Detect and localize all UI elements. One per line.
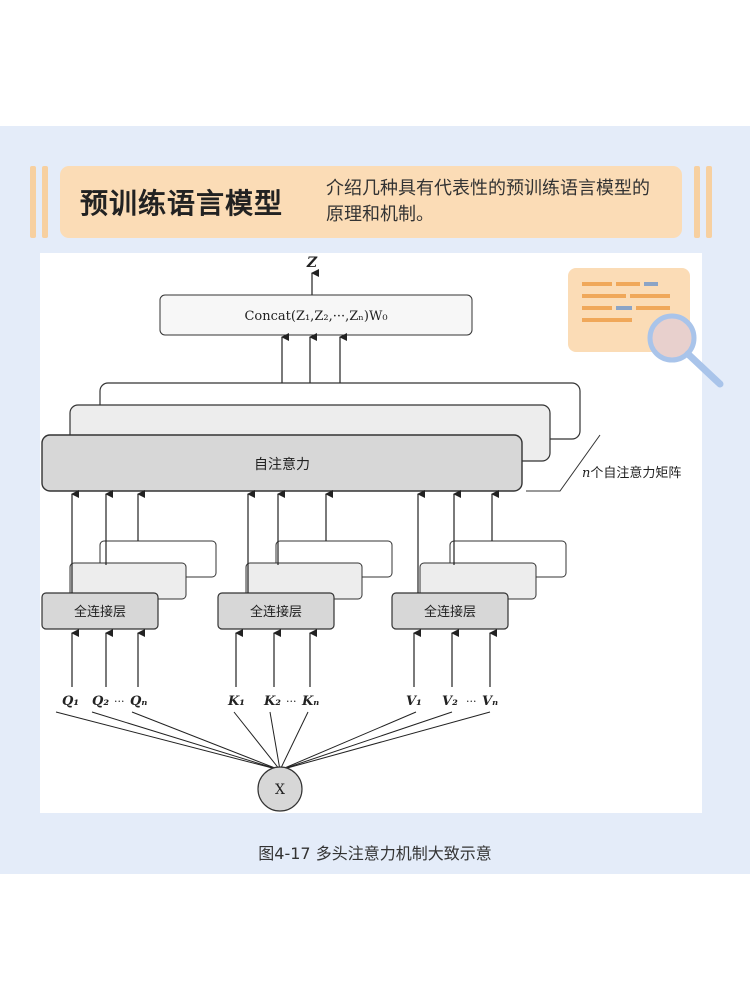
n-matrices-bracket	[526, 434, 601, 492]
fc-layer-k-label: 全连接层	[250, 604, 302, 620]
section-title: 预训练语言模型	[80, 187, 284, 220]
q-input-1: Q₁	[62, 694, 79, 709]
document-search-icon	[568, 268, 724, 388]
multi-head-attention-diagram: Z Concat(Z₁,Z₂,···,Zₙ)W₀ 自注意力 n个自注意力矩阵 全…	[41, 255, 681, 812]
q-input-2: Q₂	[92, 694, 109, 709]
fc-layer-q	[41, 592, 159, 630]
v-input-n: Vₙ	[482, 694, 498, 709]
banner-decor-bar	[30, 166, 36, 238]
banner-decor-bar	[694, 166, 700, 238]
section-description: 介绍几种具有代表性的预训练语言模型的原理和机制。	[326, 178, 650, 225]
output-label: Z	[306, 255, 318, 271]
k-input-ellipsis: ···	[286, 695, 297, 708]
banner-decor-bar	[706, 166, 712, 238]
concat-label: Concat(Z₁,Z₂,···,Zₙ)W₀	[244, 309, 387, 324]
attention-label: 自注意力	[254, 456, 310, 473]
n-matrices-label: n个自注意力矩阵	[582, 465, 681, 481]
banner-decor-bar	[42, 166, 48, 238]
fc-layer-v	[391, 592, 509, 630]
section-banner: 预训练语言模型 介绍几种具有代表性的预训练语言模型的原理和机制。	[60, 166, 682, 238]
q-input-n: Qₙ	[130, 694, 147, 709]
q-input-ellipsis: ···	[114, 695, 125, 708]
v-input-2: V₂	[442, 694, 458, 709]
k-input-2: K₂	[263, 694, 281, 709]
fc-layer-q-label: 全连接层	[74, 604, 126, 620]
k-input-n: Kₙ	[301, 694, 319, 709]
k-input-1: K₁	[227, 694, 245, 709]
fc-layer-v-label: 全连接层	[424, 604, 476, 620]
input-node	[257, 766, 303, 812]
input-fan-lines	[55, 711, 491, 771]
n-matrices-suffix: 个自注意力矩阵	[590, 465, 681, 481]
v-input-ellipsis: ···	[466, 695, 477, 708]
v-input-1: V₁	[406, 694, 422, 709]
figure-caption: 图4-17 多头注意力机制大致示意	[258, 844, 492, 863]
input-node-label: X	[275, 782, 285, 798]
